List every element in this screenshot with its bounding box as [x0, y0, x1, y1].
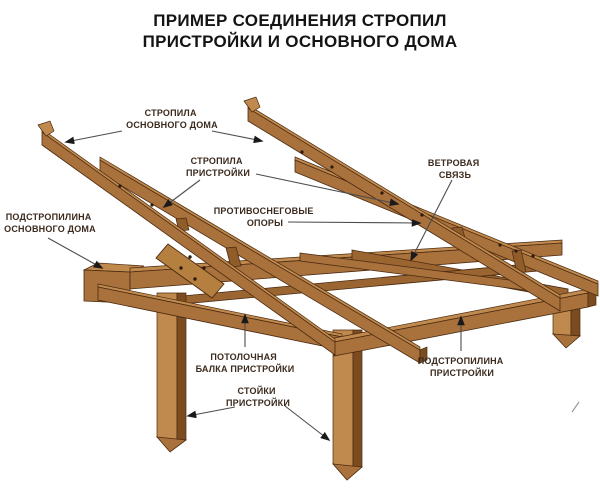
bolt — [514, 249, 518, 253]
rafter-pair-right — [243, 96, 599, 312]
leader-purlin-main — [47, 237, 104, 269]
bolt — [498, 243, 502, 247]
post-middle-tip — [332, 463, 363, 481]
label-wind-brace: ВЕТРОВАЯ СВЯЗЬ — [428, 158, 482, 180]
leader-posts-left — [186, 406, 236, 419]
bolt — [179, 266, 183, 270]
leader-snow-supports — [287, 219, 422, 227]
page-title: ПРИМЕР СОЕДИНЕНИЯ СТРОПИЛ ПРИСТРОЙКИ И О… — [0, 10, 600, 52]
snow-support-strut-4 — [511, 249, 527, 274]
bolt — [193, 277, 197, 281]
post-middle — [332, 329, 363, 481]
bolt — [420, 213, 424, 217]
bolt — [202, 266, 206, 270]
gusset-plate-face — [155, 243, 225, 299]
leader-posts-right — [284, 405, 331, 442]
bolt — [531, 254, 535, 258]
label-rafters-main: СТРОПИЛА ОСНОВНОГО ДОМА — [126, 108, 218, 130]
leader-wind-brace — [410, 179, 453, 262]
bolt — [380, 191, 384, 195]
title-line-2: ПРИСТРОЙКИ И ОСНОВНОГО ДОМА — [142, 32, 458, 51]
bolt — [300, 150, 304, 154]
leader-rafters-ext-left — [162, 179, 201, 208]
post-left-tip — [156, 436, 188, 453]
label-posts: СТОЙКИ ПРИСТРОЙКИ — [226, 385, 290, 408]
snow-support-strut-2 — [225, 246, 242, 268]
leader-rafters-main-right — [211, 130, 264, 144]
leader-rafters-main-left — [64, 130, 123, 145]
ext-rafter-left-endcut — [419, 346, 428, 364]
title-line-1: ПРИМЕР СОЕДИНЕНИЯ СТРОПИЛ — [153, 11, 447, 30]
rafter-pair-left — [37, 120, 428, 364]
leader-rafters-ext-right — [255, 173, 400, 207]
main-rafter-left-tip — [37, 120, 55, 137]
label-snow-supports: ПРОТИВОСНЕГОВЫЕ ОПОРЫ — [214, 206, 317, 228]
bolt — [118, 184, 122, 188]
label-rafters-ext: СТРОПИЛА ПРИСТРОЙКИ — [186, 156, 250, 178]
post-right-tip — [552, 333, 581, 349]
main-rafter-right-tip — [243, 96, 261, 113]
label-purlin-ext: ПОДСТРОПИЛИНА ПРИСТРОЙКИ — [418, 356, 506, 378]
bolt — [330, 165, 334, 169]
bolt — [188, 255, 192, 259]
reference-tick — [571, 401, 580, 413]
post-left — [156, 292, 188, 453]
gusset-plate — [155, 243, 225, 299]
main-rafter-left-face — [41, 131, 336, 356]
label-ceiling-beam: ПОТОЛОЧНАЯ БАЛКА ПРИСТРОЙКИ — [196, 352, 295, 374]
label-purlin-main: ПОДСТРОПИЛИНА ОСНОВНОГО ДОМА — [4, 212, 96, 234]
bolt — [150, 203, 154, 207]
